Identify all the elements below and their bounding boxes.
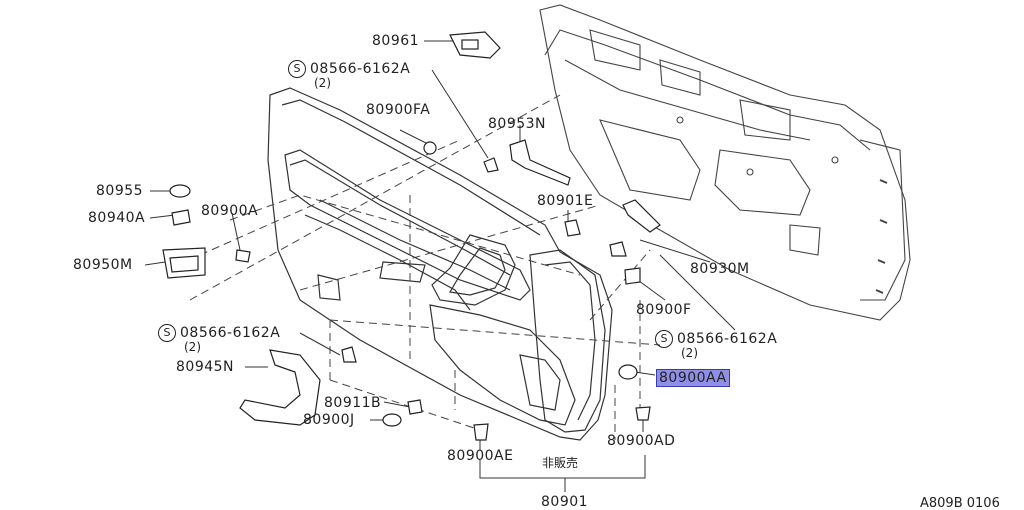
callout-80961: 80961 [372, 33, 420, 49]
callout-80901: 80901 [541, 494, 589, 510]
callout-80900A: 80900A [201, 203, 259, 219]
screw-part-number: 08566-6162A [310, 61, 411, 77]
screw-part-number: 08566-6162A [180, 325, 281, 341]
diagram-code: A809B 0106 [920, 496, 1000, 510]
callout-80900FA: 80900FA [366, 102, 431, 118]
door-trim-panel [267, 87, 613, 441]
callout-80945N: 80945N [176, 359, 235, 375]
small-parts [162, 31, 661, 441]
callout-80900AE: 80900AE [447, 448, 514, 464]
callout-80955: 80955 [96, 183, 144, 199]
callout-80900AA-highlighted[interactable]: 80900AA [656, 369, 730, 387]
callout-80911B: 80911B [324, 395, 382, 411]
callout-80930M: 80930M [690, 261, 750, 277]
callout-80900AD: 80900AD [607, 433, 676, 449]
screw-symbol-icon: S [288, 60, 306, 78]
screw-quantity: (2) [314, 76, 331, 90]
leader-lines [144, 40, 736, 492]
callout-80953N: 80953N [488, 116, 547, 132]
callout-80901E: 80901E [537, 193, 594, 209]
screw-part-number: 08566-6162A [677, 331, 778, 347]
screw-quantity: (2) [681, 346, 698, 360]
not-sold-note: 非販売 [542, 456, 579, 470]
door-inner-frame [539, 4, 911, 321]
callout-80900F: 80900F [636, 302, 692, 318]
screw-quantity: (2) [184, 340, 201, 354]
screw-symbol-icon: S [655, 330, 673, 348]
callout-80950M: 80950M [73, 257, 133, 273]
callout-80900J: 80900J [303, 412, 355, 428]
callout-80940A: 80940A [88, 210, 146, 226]
screw-symbol-icon: S [158, 324, 176, 342]
